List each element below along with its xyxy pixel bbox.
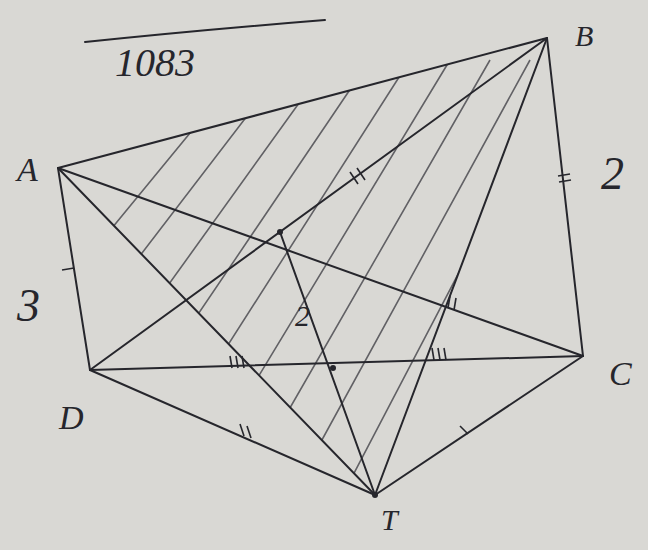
point-label: T [378,504,401,536]
length-label: 2 [292,300,313,332]
point-label: A [14,152,41,188]
length-label: 2 [598,150,627,198]
point-label: D [56,400,87,436]
note-number: 1083 [112,42,198,84]
length-label: 3 [14,282,43,330]
point-label: C [606,356,635,392]
figure-lines [58,20,583,495]
tick-marks [62,168,571,438]
points [277,229,378,498]
point-label: B [572,20,596,52]
